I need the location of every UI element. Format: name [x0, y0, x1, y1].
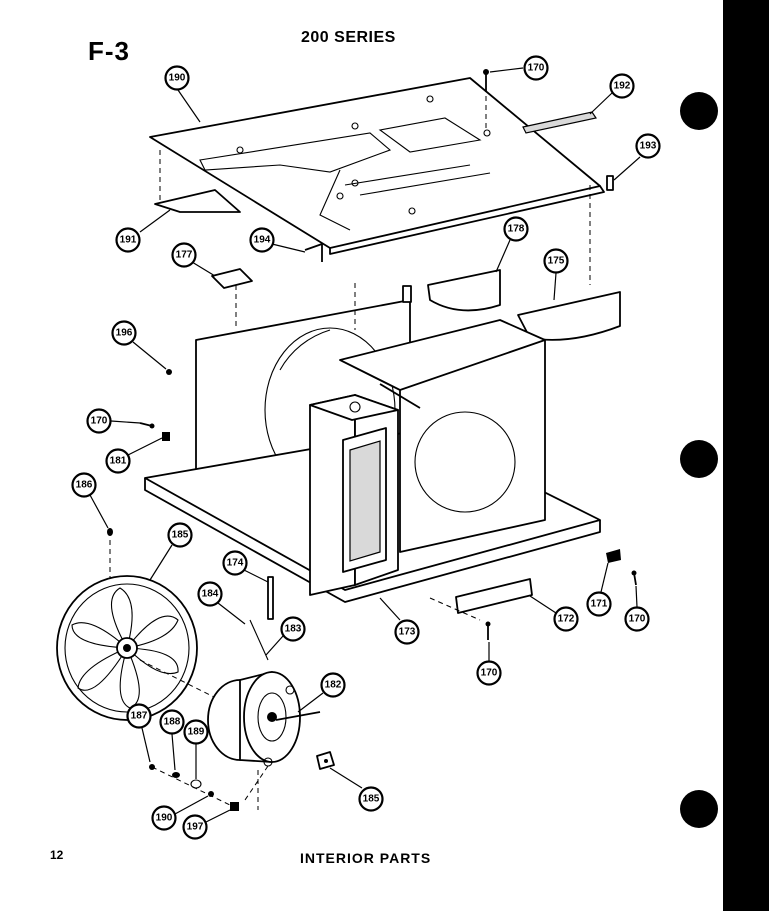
callout-193: 193 [635, 133, 661, 159]
svg-text:183: 183 [285, 624, 302, 635]
svg-text:187: 187 [131, 711, 148, 722]
bracket-194 [304, 243, 323, 262]
svg-text:171: 171 [591, 599, 608, 610]
callout-188: 188 [159, 709, 185, 735]
orifice-bracket [309, 394, 399, 596]
callout-186: 186 [71, 472, 97, 498]
screw-170-top [483, 69, 489, 130]
svg-text:175: 175 [548, 256, 565, 267]
callout-178: 178 [503, 216, 529, 242]
gasket-177 [211, 268, 253, 289]
screw-196 [166, 369, 172, 375]
svg-text:174: 174 [227, 558, 244, 569]
baffle-191 [154, 189, 241, 213]
spacer-174 [267, 576, 274, 620]
svg-text:193: 193 [640, 141, 657, 152]
callout-173: 173 [394, 619, 420, 645]
svg-text:173: 173 [399, 627, 416, 638]
seal-178 [427, 269, 501, 312]
svg-text:172: 172 [558, 614, 575, 625]
callout-190-bottom: 190 [151, 805, 177, 831]
callout-170-bottom: 170 [476, 660, 502, 686]
rail-172 [455, 578, 533, 614]
svg-text:196: 196 [116, 328, 133, 339]
callout-197: 197 [182, 814, 208, 840]
screw-170-right [631, 570, 637, 586]
svg-text:185: 185 [172, 530, 189, 541]
callout-170-right: 170 [624, 606, 650, 632]
callout-192: 192 [609, 73, 635, 99]
fan-blade [56, 575, 198, 721]
punch-hole-bottom [680, 790, 718, 828]
callout-184: 184 [197, 581, 223, 607]
callout-182: 182 [320, 672, 346, 698]
punch-hole-middle [680, 440, 718, 478]
clip-171 [606, 549, 621, 563]
callout-171: 171 [586, 591, 612, 617]
callout-170-top: 170 [523, 55, 549, 81]
figure-id: F-3 [88, 36, 130, 66]
svg-text:182: 182 [325, 680, 342, 691]
callout-190-top: 190 [164, 65, 190, 91]
seal-175 [517, 291, 621, 341]
callout-196: 196 [111, 320, 137, 346]
svg-text:194: 194 [254, 235, 271, 246]
svg-text:185: 185 [363, 794, 380, 805]
svg-text:186: 186 [76, 480, 93, 491]
callout-191: 191 [115, 227, 141, 253]
washer-186 [107, 528, 113, 590]
callout-187: 187 [126, 703, 152, 729]
callout-194: 194 [249, 227, 275, 253]
top-cover [149, 77, 605, 285]
svg-text:170: 170 [91, 416, 108, 427]
callout-183: 183 [280, 616, 306, 642]
callout-175: 175 [543, 248, 569, 274]
scroll-housing [339, 319, 546, 553]
svg-text:177: 177 [176, 250, 193, 261]
svg-text:184: 184 [202, 589, 219, 600]
svg-text:197: 197 [187, 822, 204, 833]
callout-185-fan: 185 [167, 522, 193, 548]
svg-text:170: 170 [481, 668, 498, 679]
svg-text:170: 170 [629, 614, 646, 625]
svg-text:181: 181 [110, 456, 127, 467]
fan-motor [207, 671, 321, 810]
svg-text:170: 170 [528, 63, 545, 74]
callout-181: 181 [105, 448, 131, 474]
footer-title: INTERIOR PARTS [300, 850, 432, 866]
svg-text:192: 192 [614, 81, 631, 92]
svg-text:188: 188 [164, 717, 181, 728]
callout-174: 174 [222, 550, 248, 576]
callout-177: 177 [171, 242, 197, 268]
screw-170-left [139, 422, 155, 429]
svg-text:189: 189 [188, 727, 205, 738]
svg-text:178: 178 [508, 224, 525, 235]
svg-text:191: 191 [120, 235, 137, 246]
motor-hardware [149, 764, 239, 811]
svg-text:190: 190 [156, 813, 173, 824]
callout-170-left: 170 [86, 408, 112, 434]
page-number: 12 [50, 848, 64, 862]
series-title: 200 SERIES [301, 29, 396, 46]
nut-181 [162, 432, 170, 441]
trim-strip-192 [522, 111, 597, 134]
callout-189: 189 [183, 719, 209, 745]
mount-plate-185 [316, 751, 335, 770]
screw-170-bottom [429, 597, 491, 640]
binder-edge [723, 0, 769, 911]
callout-185-plate: 185 [358, 786, 384, 812]
svg-text:190: 190 [169, 73, 186, 84]
clip-193 [606, 175, 614, 191]
punch-hole-top [680, 92, 718, 130]
callout-172: 172 [553, 606, 579, 632]
